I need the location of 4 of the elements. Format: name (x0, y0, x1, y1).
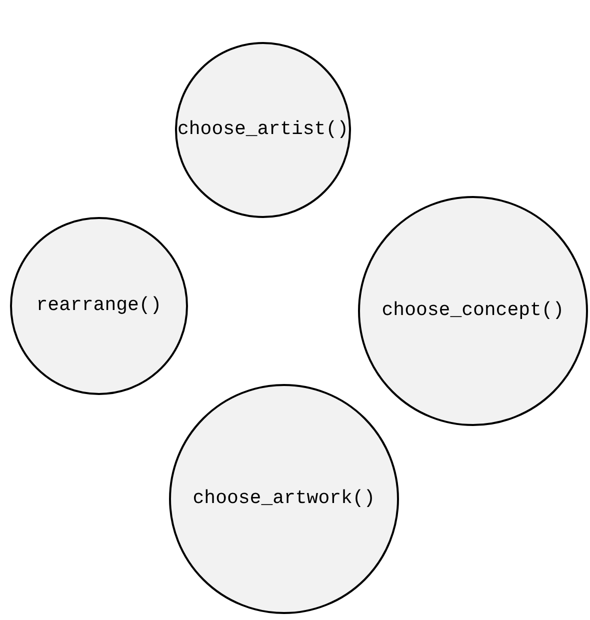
function-name: choose_artwork() (192, 487, 376, 511)
function-name: rearrange() (36, 294, 162, 318)
function-name: choose_concept() (382, 299, 564, 323)
function-name: choose_artist() (177, 118, 349, 142)
